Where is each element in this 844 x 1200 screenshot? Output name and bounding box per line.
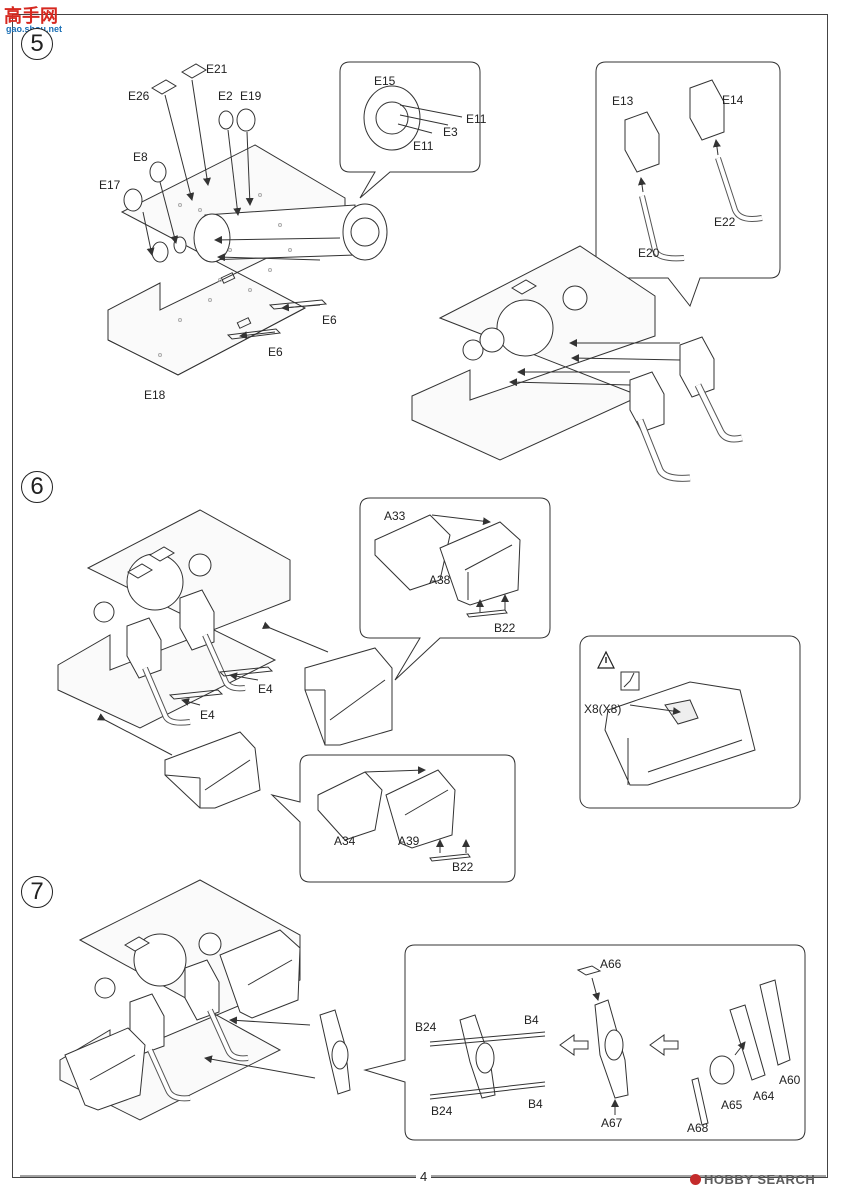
label-e11-top: E11 bbox=[466, 112, 487, 126]
watermark-logo: 高手网 bbox=[4, 2, 58, 28]
label-e6-upper: E6 bbox=[322, 313, 337, 327]
label-e8: E8 bbox=[133, 150, 148, 164]
label-e21: E21 bbox=[206, 62, 228, 76]
label-x8: X8(X8) bbox=[584, 702, 622, 716]
label-e15: E15 bbox=[374, 74, 396, 88]
label-e4-right: E4 bbox=[258, 682, 273, 696]
label-e2: E2 bbox=[218, 89, 233, 103]
label-b4-bottom: B4 bbox=[528, 1097, 543, 1111]
hobby-search-dot-icon bbox=[690, 1174, 701, 1185]
label-b4-top: B4 bbox=[524, 1013, 539, 1027]
step-number-5: 5 bbox=[21, 28, 53, 60]
label-a65: A65 bbox=[721, 1098, 743, 1112]
label-b22-top: B22 bbox=[494, 621, 516, 635]
label-e17: E17 bbox=[99, 178, 121, 192]
label-a68: A68 bbox=[687, 1121, 709, 1135]
step6-box-left bbox=[96, 713, 261, 809]
label-b22-bottom: B22 bbox=[452, 860, 474, 874]
label-a34: A34 bbox=[334, 834, 356, 848]
label-e18: E18 bbox=[144, 388, 166, 402]
step6-warning-box bbox=[579, 635, 801, 809]
watermark-text: 高手网 bbox=[4, 6, 58, 26]
label-e4-left: E4 bbox=[200, 708, 215, 722]
hobby-search-logo: HOBBY SEARCH bbox=[690, 1172, 815, 1187]
label-e14: E14 bbox=[722, 93, 744, 107]
step5-callout-e13 bbox=[595, 61, 781, 308]
label-a64: A64 bbox=[753, 1089, 775, 1103]
step7-callout bbox=[363, 944, 806, 1141]
step5-left-plate bbox=[107, 63, 388, 376]
label-e20: E20 bbox=[638, 246, 660, 260]
label-e19: E19 bbox=[240, 89, 262, 103]
label-a38: A38 bbox=[429, 573, 451, 587]
label-e22: E22 bbox=[714, 215, 736, 229]
step6-callout-a34 bbox=[270, 754, 516, 883]
label-e26: E26 bbox=[128, 89, 150, 103]
label-e3: E3 bbox=[443, 125, 458, 139]
label-a67: A67 bbox=[601, 1116, 623, 1130]
label-b24-top: B24 bbox=[415, 1020, 437, 1034]
label-a60: A60 bbox=[779, 1073, 801, 1087]
step-number-6: 6 bbox=[21, 471, 53, 503]
step-number-7: 7 bbox=[21, 876, 53, 908]
label-e13: E13 bbox=[612, 94, 634, 108]
step6-plate bbox=[57, 509, 291, 729]
step5-right-plate bbox=[411, 245, 743, 482]
label-e11-bottom: E11 bbox=[413, 139, 434, 153]
label-a39: A39 bbox=[398, 834, 420, 848]
step6-callout-a33 bbox=[359, 497, 551, 681]
step5-left-plate-holes bbox=[158, 193, 292, 357]
label-a66: A66 bbox=[600, 957, 622, 971]
label-b24-bottom: B24 bbox=[431, 1104, 453, 1118]
step7-plate bbox=[59, 879, 351, 1121]
step6-box-right bbox=[262, 621, 393, 746]
hobby-search-text: HOBBY SEARCH bbox=[704, 1172, 816, 1187]
page-number: 4 bbox=[416, 1169, 432, 1184]
label-a33: A33 bbox=[384, 509, 406, 523]
step5-callout-e15 bbox=[339, 61, 481, 199]
label-e6-lower: E6 bbox=[268, 345, 283, 359]
